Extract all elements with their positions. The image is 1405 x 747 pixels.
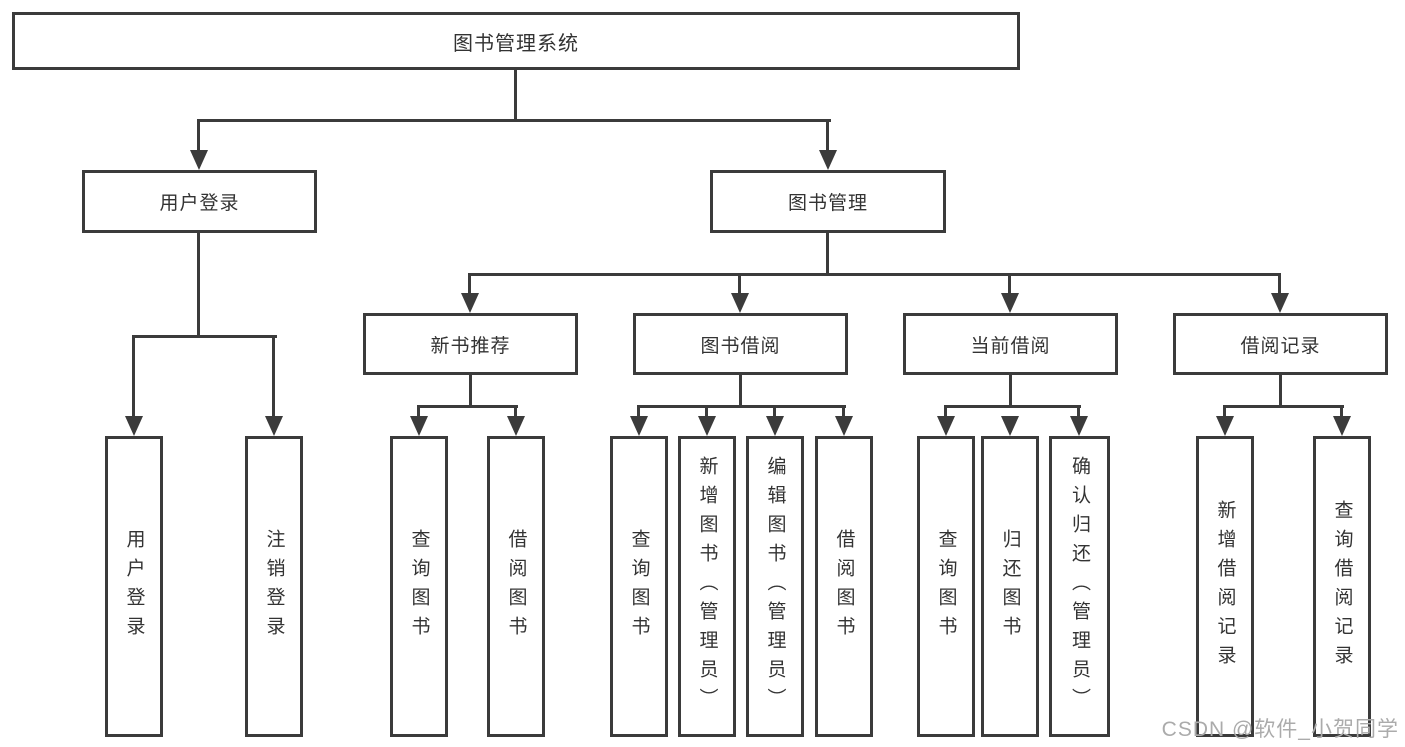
connector-line (944, 405, 947, 418)
connector-line (272, 335, 275, 418)
arrow-down-icon (731, 293, 749, 313)
leaf-add-borrow-record: 新增借阅记录 (1196, 436, 1254, 737)
arrow-down-icon (507, 416, 525, 436)
connector-line (197, 233, 200, 338)
node-current-borrow: 当前借阅 (903, 313, 1118, 375)
arrow-down-icon (698, 416, 716, 436)
arrow-down-icon (630, 416, 648, 436)
arrow-down-icon (190, 150, 208, 170)
arrow-down-icon (766, 416, 784, 436)
node-new-book-recommend: 新书推荐 (363, 313, 578, 375)
connector-line (1340, 405, 1343, 418)
connector-line (637, 405, 846, 408)
arrow-down-icon (937, 416, 955, 436)
leaf-borrow-books: 借阅图书 (487, 436, 545, 737)
arrow-down-icon (835, 416, 853, 436)
connector-line (773, 405, 776, 418)
connector-line (468, 273, 1281, 276)
connector-line (1008, 273, 1011, 295)
arrow-down-icon (125, 416, 143, 436)
leaf-label: 用户登录 (123, 528, 145, 645)
leaf-label: 注销登录 (263, 528, 285, 645)
leaf-label: 新增图书（管理员） (696, 456, 718, 717)
connector-line (842, 405, 845, 418)
connector-line (1223, 405, 1344, 408)
leaf-label: 借阅图书 (505, 528, 527, 645)
leaf-label: 查询借阅记录 (1331, 499, 1353, 674)
arrow-down-icon (819, 150, 837, 170)
node-library-management-system: 图书管理系统 (12, 12, 1020, 70)
connector-line (514, 70, 517, 122)
connector-line (944, 405, 1081, 408)
node-borrow-record: 借阅记录 (1173, 313, 1388, 375)
leaf-add-books-admin: 新增图书（管理员） (678, 436, 736, 737)
connector-line (469, 375, 472, 408)
csdn-watermark: CSDN @软件_小贺同学 (1161, 718, 1399, 741)
connector-line (417, 405, 420, 418)
arrow-down-icon (265, 416, 283, 436)
connector-line (468, 273, 471, 295)
connector-line (1009, 375, 1012, 408)
leaf-label: 查询图书 (935, 528, 957, 645)
arrow-down-icon (410, 416, 428, 436)
leaf-label: 借阅图书 (833, 528, 855, 645)
connector-line (1279, 375, 1282, 408)
connector-line (826, 233, 829, 276)
connector-line (132, 335, 135, 418)
leaf-return-books: 归还图书 (981, 436, 1039, 737)
connector-line (1278, 273, 1281, 295)
leaf-query-books: 查询图书 (610, 436, 668, 737)
arrow-down-icon (1271, 293, 1289, 313)
arrow-down-icon (1333, 416, 1351, 436)
arrow-down-icon (1001, 293, 1019, 313)
leaf-user-login: 用户登录 (105, 436, 163, 737)
connector-line (197, 119, 831, 122)
leaf-label: 查询图书 (628, 528, 650, 645)
leaf-borrow-books: 借阅图书 (815, 436, 873, 737)
leaf-query-books: 查询图书 (390, 436, 448, 737)
connector-line (417, 405, 518, 408)
node-book-management: 图书管理 (710, 170, 946, 233)
connector-line (514, 405, 517, 418)
connector-line (1223, 405, 1226, 418)
arrow-down-icon (1001, 416, 1019, 436)
arrow-down-icon (1070, 416, 1088, 436)
leaf-label: 新增借阅记录 (1214, 499, 1236, 674)
connector-line (1077, 405, 1080, 418)
leaf-confirm-return-admin: 确认归还（管理员） (1049, 436, 1110, 737)
leaf-query-books: 查询图书 (917, 436, 975, 737)
leaf-label: 查询图书 (408, 528, 430, 645)
arrow-down-icon (461, 293, 479, 313)
leaf-label: 确认归还（管理员） (1069, 456, 1090, 717)
connector-line (738, 273, 741, 295)
connector-line (739, 375, 742, 408)
leaf-label: 编辑图书（管理员） (764, 456, 786, 717)
node-book-borrow: 图书借阅 (633, 313, 848, 375)
connector-line (826, 119, 829, 152)
connector-line (132, 335, 277, 338)
connector-line (197, 119, 200, 152)
connector-line (705, 405, 708, 418)
arrow-down-icon (1216, 416, 1234, 436)
node-user-login: 用户登录 (82, 170, 317, 233)
leaf-query-borrow-record: 查询借阅记录 (1313, 436, 1371, 737)
leaf-logout: 注销登录 (245, 436, 303, 737)
leaf-label: 归还图书 (999, 528, 1021, 645)
connector-line (637, 405, 640, 418)
leaf-edit-books-admin: 编辑图书（管理员） (746, 436, 804, 737)
